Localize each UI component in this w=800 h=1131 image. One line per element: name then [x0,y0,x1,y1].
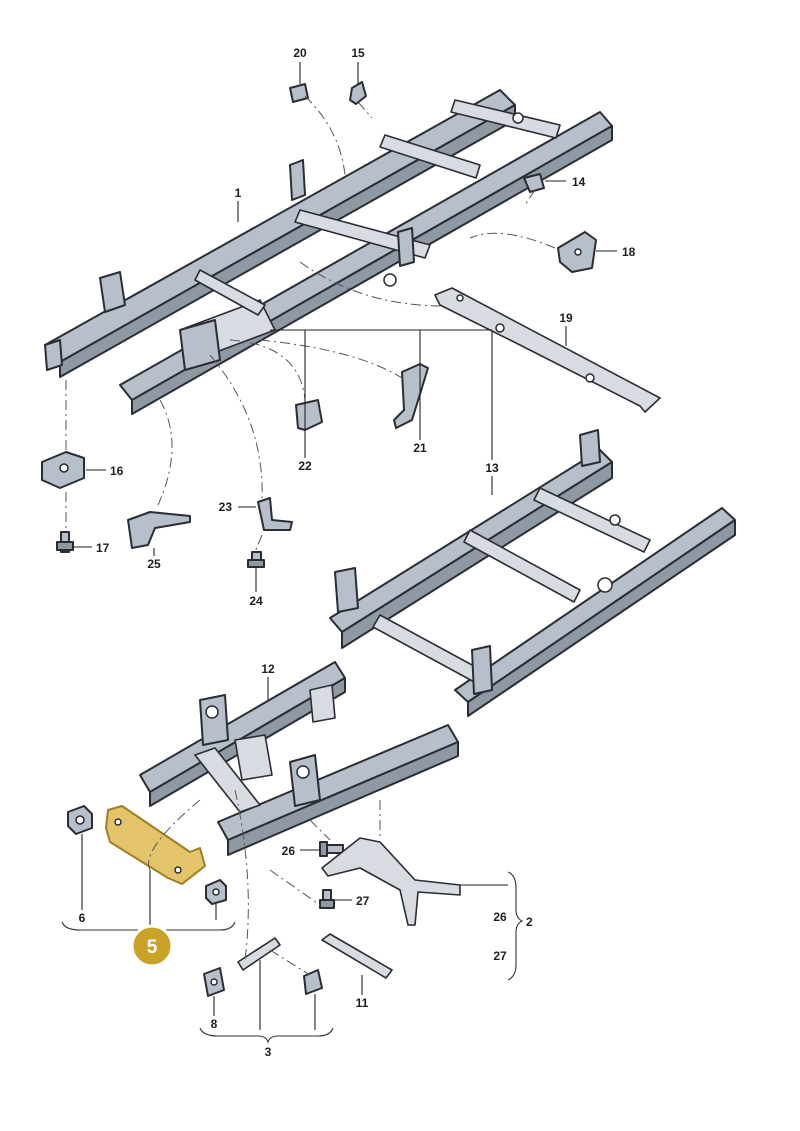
part-17-bolt [56,531,74,553]
part-2-brace [321,837,461,926]
callout-1: 1 [235,186,242,200]
callout-15: 15 [351,46,365,60]
callout-24: 24 [249,594,263,608]
callout-18: 18 [622,245,636,259]
part-20-pad [289,83,309,103]
callout-22: 22 [298,459,312,473]
highlight-badge[interactable]: 5 [130,924,174,968]
main-frame [44,89,613,415]
callout-19: 19 [559,311,573,325]
part-8-pad [203,967,225,997]
part-23-bracket [257,497,293,531]
part-18-mount [557,231,597,273]
callout-6: 6 [79,911,86,925]
rear-frame [329,429,736,717]
part-6-bushings [67,805,227,905]
callout-16: 16 [110,464,124,478]
callout-2: 2 [526,915,533,929]
part-16-mount [41,451,85,489]
callout-8: 8 [211,1017,218,1031]
part-3-set [237,937,323,995]
part-14-bracket [523,173,545,193]
callout-23: 23 [219,500,233,514]
callout-26a: 26 [282,844,296,858]
callout-3: 3 [265,1045,272,1059]
callout-12: 12 [261,662,275,676]
leader-lines [74,62,617,1030]
callout-14: 14 [572,175,586,189]
part-26-bolt [319,841,344,857]
callout-17: 17 [96,541,110,555]
highlight-badge-label: 5 [147,937,158,958]
part-21-bracket [393,363,429,429]
callout-25: 25 [147,557,161,571]
callout-11: 11 [356,996,369,1010]
part-15-bracket [349,81,367,105]
callout-26b: 26 [493,910,507,924]
callout-27a: 27 [356,894,370,908]
group-braces [61,871,524,1044]
callout-27b: 27 [493,949,507,963]
callout-21: 21 [413,441,427,455]
part-11-bar [321,933,393,979]
assembly-lines [65,95,556,976]
callout-labels: 1 20 15 14 18 19 16 17 25 23 24 22 21 13… [79,46,636,1059]
reinforcement-plate [434,287,661,413]
part-22-bracket [295,399,323,431]
part-27-bolt [319,889,335,909]
part-24-bolt [247,551,265,568]
part-25-bracket [127,511,191,549]
callout-13: 13 [485,461,499,475]
front-subframe [139,661,459,856]
callout-20: 20 [293,46,307,60]
